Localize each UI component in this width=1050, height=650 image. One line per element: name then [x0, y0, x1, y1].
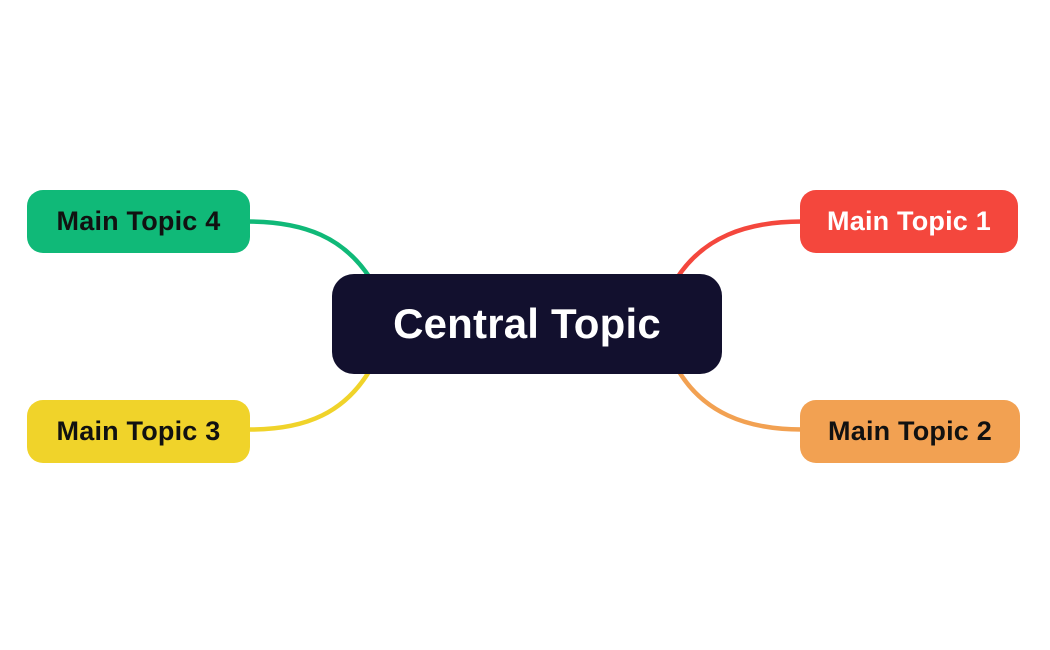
- connector-central-to-main-topic-2: [675, 367, 805, 432]
- main-topic-3-node[interactable]: Main Topic 3: [27, 400, 250, 463]
- central-topic-node[interactable]: Central Topic: [332, 274, 722, 374]
- main-topic-4-node[interactable]: Main Topic 4: [27, 190, 250, 253]
- connector-central-to-main-topic-1: [674, 219, 805, 281]
- main-topic-2-node[interactable]: Main Topic 2: [800, 400, 1020, 463]
- main-topic-1-label: Main Topic 1: [827, 206, 991, 236]
- connector-central-to-main-topic-4: [245, 219, 373, 281]
- main-topic-1-node[interactable]: Main Topic 1: [800, 190, 1018, 253]
- main-topic-3-label: Main Topic 3: [56, 416, 221, 446]
- main-topic-4-label: Main Topic 4: [56, 206, 221, 236]
- main-topic-2-label: Main Topic 2: [828, 416, 992, 446]
- central-topic-label: Central Topic: [393, 300, 661, 347]
- connector-central-to-main-topic-3: [247, 367, 373, 432]
